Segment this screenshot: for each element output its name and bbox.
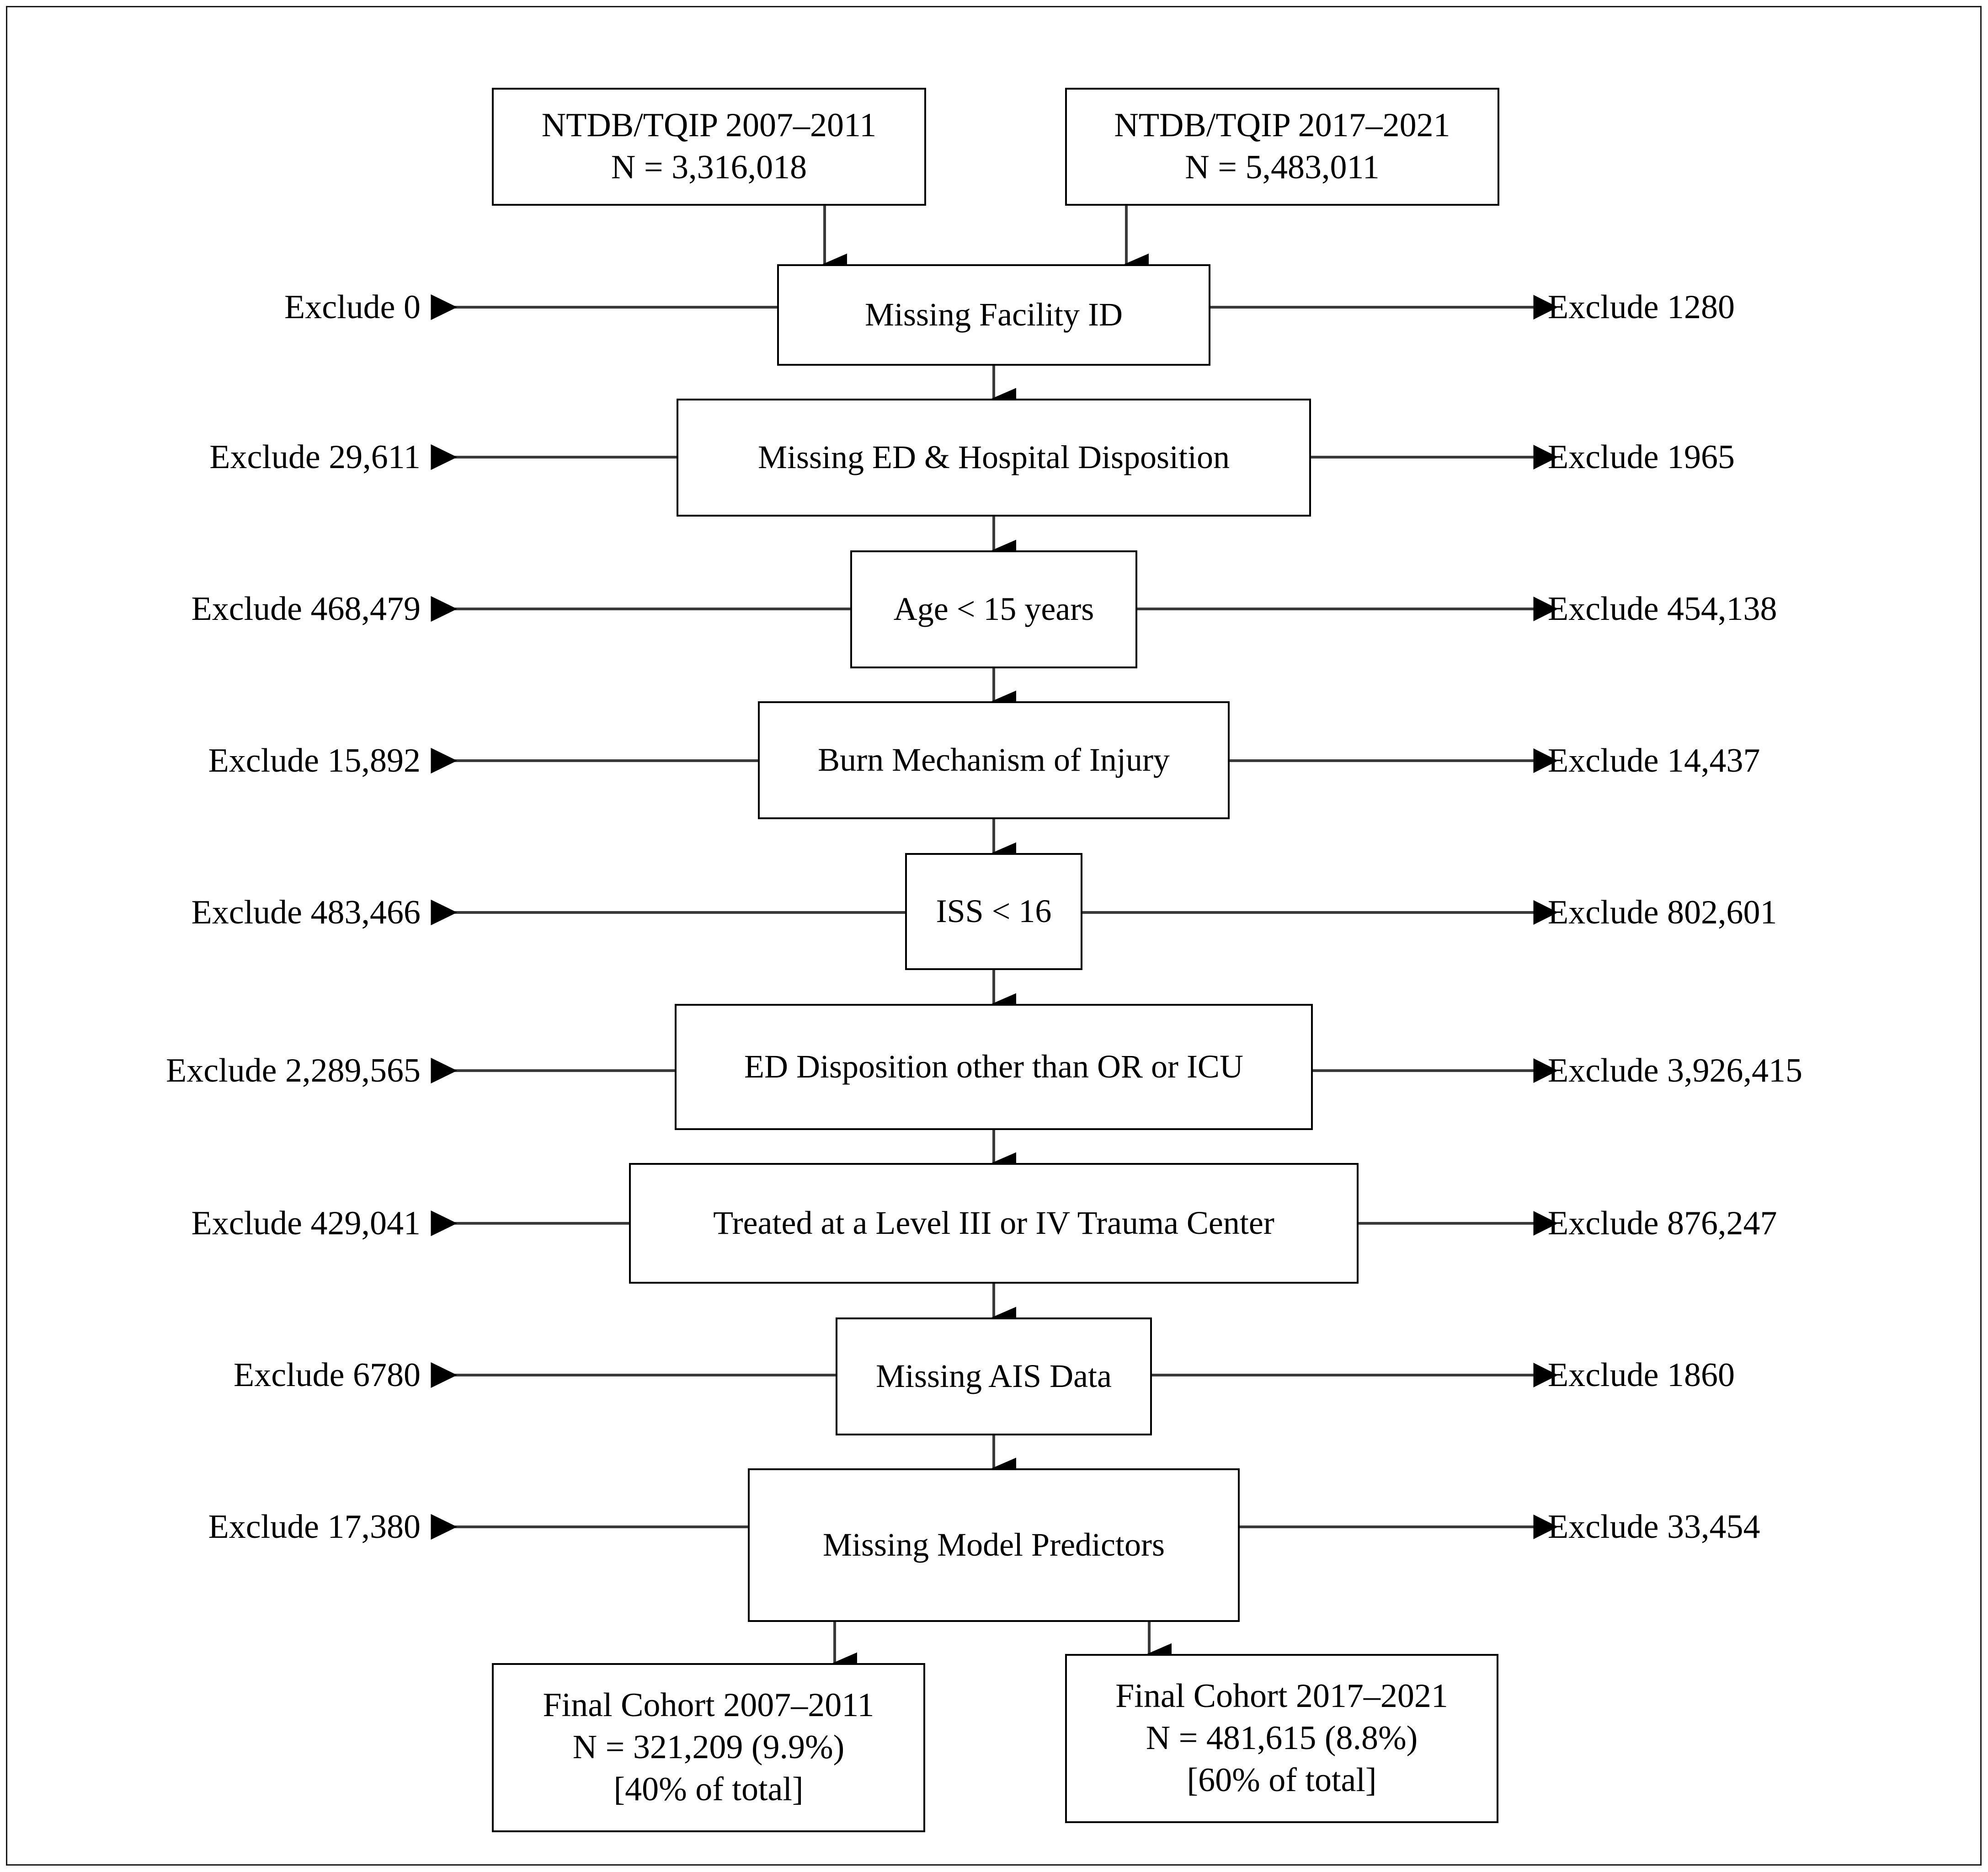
final-cohort-2017-2021-share: [60% of total] <box>1187 1761 1377 1799</box>
exclude-right-missing-ed-hospital-disposition: Exclude 1965 <box>1548 438 1735 476</box>
step-label-age-under-15: Age < 15 years <box>893 591 1094 628</box>
exclude-left-missing-ed-hospital-disposition: Exclude 29,611 <box>209 438 421 476</box>
final-cohort-2007-2011-share: [40% of total] <box>613 1770 804 1808</box>
step-box-age-under-15: Age < 15 years <box>850 550 1137 668</box>
step-box-missing-ais-data: Missing AIS Data <box>836 1317 1152 1435</box>
final-cohort-2007-2011-title: Final Cohort 2007–2011 <box>543 1686 874 1724</box>
exclude-left-age-under-15: Exclude 468,479 <box>191 590 421 628</box>
step-label-missing-ais-data: Missing AIS Data <box>875 1358 1112 1395</box>
exclude-left-level-3-or-4-center: Exclude 429,041 <box>191 1205 421 1242</box>
exclude-right-level-3-or-4-center: Exclude 876,247 <box>1548 1205 1777 1242</box>
exclude-right-missing-facility-id: Exclude 1280 <box>1548 288 1735 326</box>
exclude-right-ed-disposition-other: Exclude 3,926,415 <box>1548 1052 1802 1089</box>
final-cohort-2017-2021-count: N = 481,615 (8.8%) <box>1146 1719 1418 1757</box>
step-box-iss-under-16: ISS < 16 <box>905 853 1082 970</box>
step-label-missing-facility-id: Missing Facility ID <box>864 296 1123 333</box>
source-box-2007-2011: NTDB/TQIP 2007–2011 N = 3,316,018 <box>492 88 926 206</box>
exclude-right-missing-model-predictors: Exclude 33,454 <box>1548 1508 1760 1546</box>
exclude-left-ed-disposition-other: Exclude 2,289,565 <box>166 1052 421 1089</box>
exclude-left-burn-mechanism: Exclude 15,892 <box>208 742 421 779</box>
exclude-left-missing-model-predictors: Exclude 17,380 <box>208 1508 421 1546</box>
step-box-missing-ed-hospital-disposition: Missing ED & Hospital Disposition <box>677 399 1311 517</box>
step-box-burn-mechanism: Burn Mechanism of Injury <box>758 701 1230 819</box>
exclude-left-missing-ais-data: Exclude 6780 <box>234 1356 421 1394</box>
step-label-missing-ed-hospital-disposition: Missing ED & Hospital Disposition <box>757 439 1230 476</box>
step-label-level-3-or-4-center: Treated at a Level III or IV Trauma Cent… <box>713 1205 1274 1242</box>
step-label-missing-model-predictors: Missing Model Predictors <box>823 1526 1165 1563</box>
step-box-missing-facility-id: Missing Facility ID <box>777 264 1210 366</box>
final-cohort-2007-2011-count: N = 321,209 (9.9%) <box>572 1728 845 1766</box>
exclude-right-burn-mechanism: Exclude 14,437 <box>1548 742 1760 779</box>
exclude-right-missing-ais-data: Exclude 1860 <box>1548 1356 1735 1394</box>
source-box-2007-2011-count: N = 3,316,018 <box>611 149 807 186</box>
step-label-ed-disposition-other: ED Disposition other than OR or ICU <box>744 1048 1243 1085</box>
exclude-right-age-under-15: Exclude 454,138 <box>1548 590 1777 628</box>
step-label-iss-under-16: ISS < 16 <box>936 893 1052 930</box>
exclude-left-iss-under-16: Exclude 483,466 <box>191 894 421 931</box>
step-label-burn-mechanism: Burn Mechanism of Injury <box>818 741 1170 779</box>
final-cohort-box-2017-2021: Final Cohort 2017–2021 N = 481,615 (8.8%… <box>1065 1654 1498 1823</box>
exclude-left-missing-facility-id: Exclude 0 <box>284 288 421 326</box>
source-box-2007-2011-title: NTDB/TQIP 2007–2011 <box>541 107 877 144</box>
step-box-missing-model-predictors: Missing Model Predictors <box>748 1468 1240 1622</box>
source-box-2017-2021: NTDB/TQIP 2017–2021 N = 5,483,011 <box>1065 88 1499 206</box>
exclude-right-iss-under-16: Exclude 802,601 <box>1548 894 1777 931</box>
step-box-ed-disposition-other: ED Disposition other than OR or ICU <box>675 1004 1313 1130</box>
step-box-level-3-or-4-center: Treated at a Level III or IV Trauma Cent… <box>629 1163 1359 1284</box>
source-box-2017-2021-title: NTDB/TQIP 2017–2021 <box>1114 107 1450 144</box>
final-cohort-2017-2021-title: Final Cohort 2017–2021 <box>1115 1677 1448 1715</box>
final-cohort-box-2007-2011: Final Cohort 2007–2011 N = 321,209 (9.9%… <box>492 1663 925 1832</box>
source-box-2017-2021-count: N = 5,483,011 <box>1185 149 1380 186</box>
